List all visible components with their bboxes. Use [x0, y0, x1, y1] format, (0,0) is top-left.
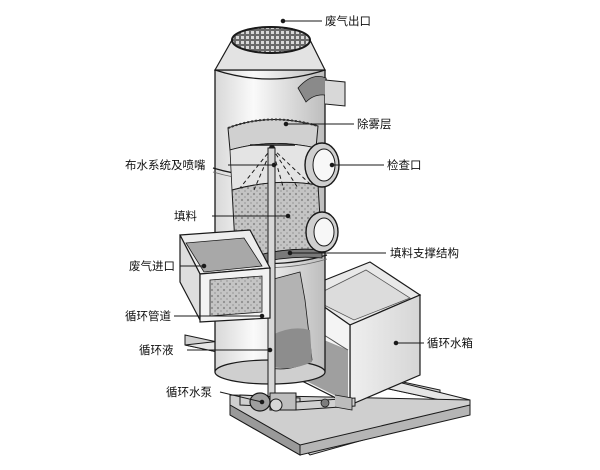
inspection-port-lower: [305, 211, 339, 253]
label-circulation-pump: 循环水泵: [166, 385, 212, 399]
label-circulation-pipe: 循环管道: [125, 309, 171, 323]
label-circulation-tank: 循环水箱: [427, 336, 473, 350]
label-inspection-port: 检查口: [387, 158, 422, 172]
label-exhaust-outlet: 废气出口: [325, 14, 371, 28]
label-packing: 填料: [174, 209, 197, 223]
label-exhaust-inlet: 废气进口: [129, 259, 175, 273]
label-circulation-liquid: 循环液: [139, 343, 174, 357]
leader-lines: [174, 18, 424, 405]
label-packing-support: 填料支撑结构: [390, 246, 459, 260]
inspection-port-upper: [304, 142, 340, 188]
label-demister-layer: 除雾层: [357, 117, 392, 131]
inlet-duct: [179, 229, 271, 323]
label-spray-system: 布水系统及喷嘴: [125, 158, 206, 172]
outlet-top: [213, 26, 346, 107]
